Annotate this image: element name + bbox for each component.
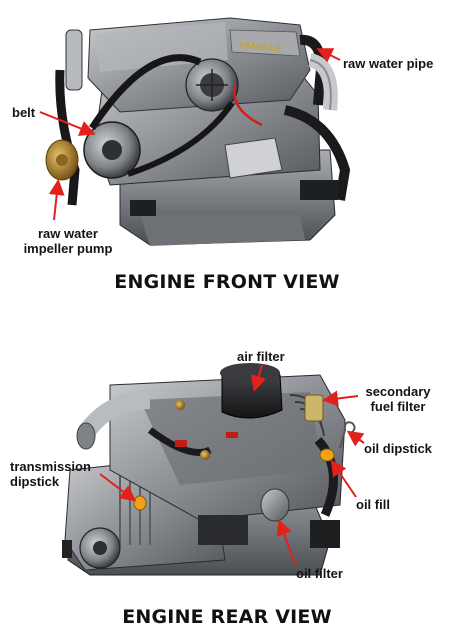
callout-arrows xyxy=(39,48,365,567)
label-secondary-fuel-filter-line1: secondary xyxy=(365,384,431,399)
rear-engine-illustration xyxy=(62,363,356,576)
label-impeller-pump-line1: raw water xyxy=(38,226,98,241)
label-transmission-dipstick-line1: transmission xyxy=(10,459,91,474)
label-oil-filter: oil filter xyxy=(296,566,343,581)
label-impeller-pump-line2: impeller pump xyxy=(23,241,113,256)
arrow-secondary-fuel-filter xyxy=(322,390,359,407)
label-transmission-dipstick-line2: dipstick xyxy=(10,474,60,489)
arrow-transmission-dipstick xyxy=(99,473,137,502)
arrow-raw-water-pipe xyxy=(316,48,341,63)
label-secondary-fuel-filter: secondary fuel filter xyxy=(352,384,444,414)
label-secondary-fuel-filter-line2: fuel filter xyxy=(370,399,426,414)
label-oil-dipstick: oil dipstick xyxy=(364,441,432,456)
heading-front-view: ENGINE FRONT VIEW xyxy=(114,271,340,293)
arrow-impeller-pump xyxy=(48,179,65,221)
label-raw-water-pipe: raw water pipe xyxy=(343,56,434,71)
label-belt: belt xyxy=(12,105,36,120)
label-transmission-dipstick: transmission dipstick xyxy=(10,459,91,489)
label-air-filter: air filter xyxy=(237,349,285,364)
arrow-air-filter xyxy=(250,364,267,392)
heading-rear-view: ENGINE REAR VIEW xyxy=(122,606,332,628)
label-impeller-pump: raw water impeller pump xyxy=(12,226,124,256)
label-oil-fill: oil fill xyxy=(356,497,390,512)
arrow-oil-filter xyxy=(276,519,297,567)
front-engine-illustration: YANMAR xyxy=(45,17,351,246)
arrow-oil-fill xyxy=(330,459,357,498)
brand-plate-text: YANMAR xyxy=(238,40,283,55)
arrow-belt xyxy=(39,111,96,136)
arrow-oil-dipstick xyxy=(346,430,365,447)
